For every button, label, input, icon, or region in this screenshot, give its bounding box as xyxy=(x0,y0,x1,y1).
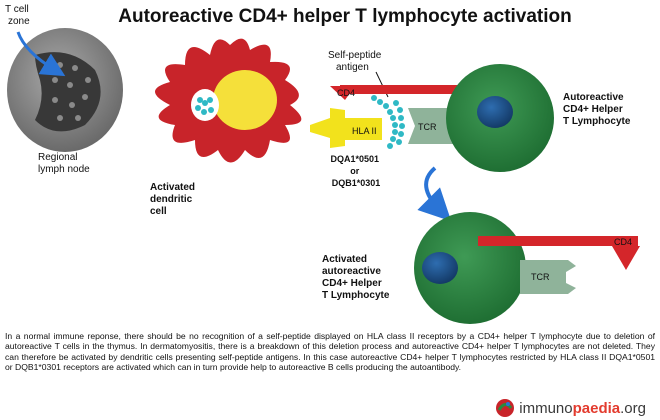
t-cell-zone-arrow xyxy=(16,31,66,77)
tcr-label-bottom: TCR xyxy=(531,272,550,282)
page-title: Autoreactive CD4+ helper T lymphocyte ac… xyxy=(118,6,572,27)
helper-t-label: Autoreactive CD4+ Helper T Lymphocyte xyxy=(563,92,631,127)
logo-text-part1: immuno xyxy=(519,399,573,417)
dendritic-cell xyxy=(155,38,302,163)
activation-arrow xyxy=(417,166,452,222)
hla-label: HLA II xyxy=(352,126,377,136)
cd4-label-top: CD4 xyxy=(337,88,355,98)
hla-ii-receptor xyxy=(310,108,382,148)
tcr-label-top: TCR xyxy=(418,122,437,132)
activated-dendritic-label: Activated dendritic cell xyxy=(150,182,198,217)
helper-t-cell-top xyxy=(446,64,554,172)
activated-t-label: Activated autoreactive CD4+ Helper T Lym… xyxy=(322,254,390,301)
caption-text: In a normal immune reponse, there should… xyxy=(5,331,655,372)
activated-t-cell xyxy=(414,212,526,324)
diagram: Autoreactive CD4+ helper T lymphocyte ac… xyxy=(5,4,640,324)
cd4-receptor-top xyxy=(330,85,510,100)
lymph-node xyxy=(7,28,123,152)
lymph-node-label: Regional lymph node xyxy=(38,152,90,175)
logo-text-part2: paedia xyxy=(572,399,621,417)
tcr-receptor-bottom xyxy=(520,260,576,294)
cd4-receptor-bottom xyxy=(478,236,640,270)
cd4-label-bottom: CD4 xyxy=(614,237,632,247)
self-peptide-label: Self-peptide antigen xyxy=(328,50,384,73)
logo-text-part3: .org xyxy=(620,399,646,417)
logo-mark-icon xyxy=(496,399,515,417)
allele-labels: DQA1*0501 or DQB1*0301 xyxy=(330,154,381,188)
t-cell-zone-label: T cell zone xyxy=(5,4,32,27)
self-peptide-chain xyxy=(371,95,405,149)
